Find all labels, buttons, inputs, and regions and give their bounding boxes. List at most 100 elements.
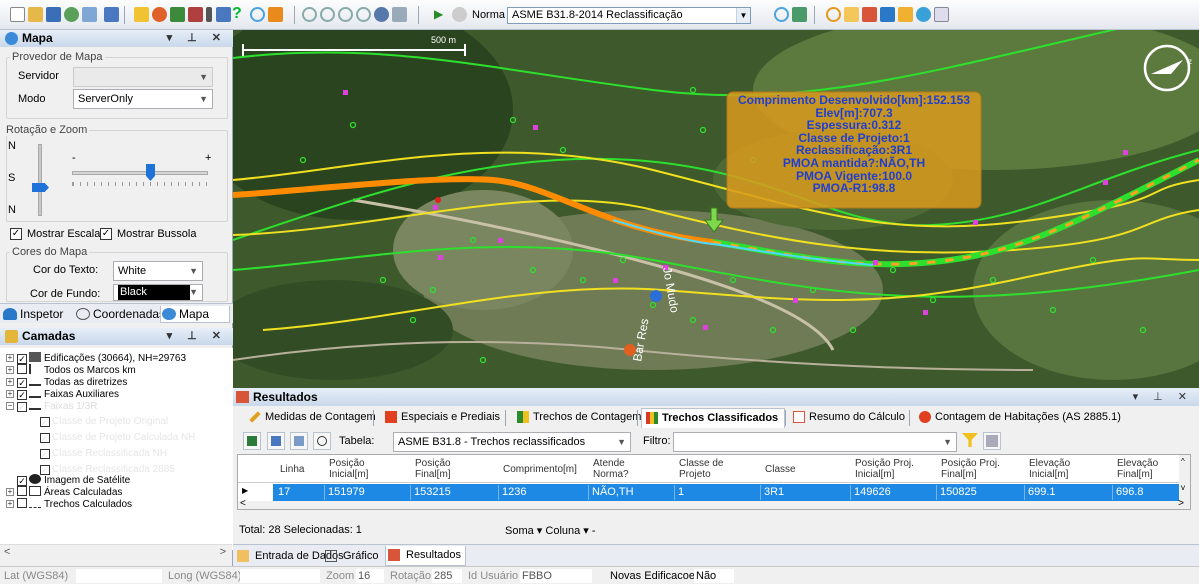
tab-coordenadas[interactable]: Coordenadas (75, 306, 165, 323)
person-icon[interactable] (880, 7, 895, 22)
refresh-icon[interactable] (64, 7, 79, 22)
show-compass-checkbox[interactable]: ✓ (100, 228, 112, 240)
tab-trechos-contagem[interactable]: Trechos de Contagem (513, 408, 641, 428)
layer-item[interactable]: +✓Todas as diretrizes (6, 377, 128, 388)
column-header[interactable]: Atende Norma? (593, 458, 629, 480)
sum-dropdown[interactable]: Soma ▾ Coluna ▾ - (505, 525, 596, 537)
layer-item[interactable]: +Áreas Calculadas (6, 486, 123, 498)
layer-item[interactable]: ✓Classe Reclassificada NH (40, 448, 168, 459)
scroll-up-icon[interactable]: ^ (1181, 457, 1185, 466)
print-icon[interactable] (82, 7, 97, 22)
layer-item[interactable]: +✓Edificações (30664), NH=29763 (6, 352, 187, 364)
export-icon[interactable] (792, 7, 807, 22)
bg-color-select[interactable]: Black▼ (113, 284, 203, 301)
column-header[interactable]: Classe (765, 464, 796, 475)
server-select[interactable]: ▼ (73, 67, 213, 87)
rotation-slider-track[interactable] (38, 144, 42, 216)
measure-icon[interactable] (392, 7, 407, 22)
save-icon[interactable] (46, 7, 61, 22)
tab-inspetor[interactable]: Inspetor (2, 306, 72, 323)
target-icon[interactable] (250, 7, 265, 22)
panel-controls[interactable]: ▾ ⊥ ✕ (1132, 391, 1193, 403)
layer-icon[interactable] (268, 7, 283, 22)
tab-trechos-classificados[interactable]: Trechos Classificados (641, 408, 786, 428)
new-file-icon[interactable] (10, 7, 25, 22)
column-header[interactable]: Elevação Inicial[m] (1029, 458, 1071, 480)
column-header[interactable]: Posição Inicial[m] (329, 458, 369, 480)
rotation-slider-thumb[interactable] (32, 183, 49, 192)
panel-controls[interactable]: ▾ ⊥ ✕ (166, 32, 227, 44)
tab-mapa[interactable]: Mapa (160, 306, 230, 323)
table-row[interactable] (273, 484, 1179, 501)
column-header[interactable]: Classe de Projeto (679, 458, 724, 480)
grid-icon[interactable] (844, 7, 859, 22)
panel-controls[interactable]: ▾ ⊥ ✕ (166, 330, 227, 342)
tab-contagem-habitacoes[interactable]: Contagem de Habitações (AS 2885.1) (915, 408, 1121, 428)
column-header[interactable]: Posição Proj. Inicial[m] (855, 458, 914, 480)
layer-item[interactable]: +Todos os Marcos km (6, 364, 136, 376)
tab-resultados[interactable]: Resultados (385, 546, 467, 566)
window-icon[interactable] (104, 7, 119, 22)
map-view[interactable]: 500 m Jo Mudo Bar Res z Comprimento Dese… (233, 30, 1199, 388)
tab-entrada-dados[interactable]: Entrada de Dados (235, 547, 344, 567)
table-select[interactable]: ASME B31.8 - Trechos reclassificados▼ (393, 432, 631, 452)
filter-input[interactable]: ▼ (673, 432, 957, 452)
select-icon[interactable] (134, 7, 149, 22)
zoom-extent-icon[interactable] (338, 7, 353, 22)
export-excel-button[interactable] (243, 432, 261, 450)
close-all-icon[interactable] (934, 7, 949, 22)
copy-button[interactable] (290, 432, 308, 450)
column-header[interactable]: Comprimento[m] (503, 464, 577, 475)
text-color-select[interactable]: White▼ (113, 261, 203, 281)
layer-item[interactable]: −✓Faixas 1/3R (6, 401, 98, 412)
flip-button[interactable] (267, 432, 285, 450)
layer-item[interactable]: +✓Faixas Auxiliares (6, 389, 120, 400)
globe-icon[interactable] (916, 7, 931, 22)
zoom-slider-track[interactable] (72, 171, 208, 175)
layer-item[interactable]: ✓Classe de Projeto Calculada NH (40, 432, 196, 443)
tree-icon[interactable] (170, 7, 185, 22)
zoom-out-icon[interactable] (320, 7, 335, 22)
zoom-prev-icon[interactable] (356, 7, 371, 22)
ruler-icon[interactable] (206, 7, 212, 22)
filter-button[interactable] (961, 432, 979, 450)
layer-item[interactable]: +Trechos Calculados (6, 498, 133, 510)
scroll-left-icon[interactable]: < (240, 498, 246, 509)
chart-icon[interactable] (216, 7, 231, 22)
scroll-left-icon[interactable]: < (4, 546, 11, 558)
tab-grafico[interactable]: Gráfico (323, 547, 378, 567)
stop-icon[interactable] (452, 7, 467, 22)
pan-icon[interactable] (374, 7, 389, 22)
norma-select[interactable]: ASME B31.8-2014 Reclassificação▼ (507, 7, 751, 24)
zoom-slider-thumb[interactable] (146, 164, 155, 181)
tab-especiais-prediais[interactable]: Especiais e Prediais (381, 408, 500, 428)
layer-item[interactable]: ✓Classe Reclassificada 2885 (40, 464, 175, 475)
layers-scrollbar[interactable]: < > (0, 544, 232, 560)
scroll-right-icon[interactable]: > (219, 546, 226, 558)
chart-line-icon[interactable] (898, 7, 913, 22)
grid-hscrollbar[interactable]: <> (238, 498, 1190, 509)
clear-filter-button[interactable] (983, 432, 1001, 450)
locate-button[interactable] (313, 432, 331, 450)
layer-item[interactable]: +✓Imagem de Satélite (17, 474, 131, 486)
zoom-in-icon[interactable] (302, 7, 317, 22)
mode-select[interactable]: ServerOnly▼ (73, 89, 213, 109)
column-header[interactable]: Elevação Final[m] (1117, 458, 1159, 480)
grid-vscrollbar[interactable]: ^v (1179, 455, 1190, 501)
point-icon[interactable] (152, 7, 167, 22)
help-icon[interactable]: ? (232, 5, 242, 22)
tab-resumo-calculo[interactable]: Resumo do Cálculo (789, 408, 905, 428)
scroll-down-icon[interactable]: v (1181, 483, 1185, 492)
play-icon[interactable]: ▶ (434, 7, 444, 21)
show-scale-checkbox[interactable]: ✓ (10, 228, 22, 240)
building-icon[interactable] (188, 7, 203, 22)
crosshair-icon[interactable] (826, 7, 841, 22)
layer-item[interactable]: ✓Classe de Projeto Original (40, 416, 169, 427)
column-header[interactable]: Posição Proj. Final[m] (941, 458, 1000, 480)
tab-medidas-contagem[interactable]: Medidas de Contagem (245, 408, 376, 428)
settings-icon[interactable] (774, 7, 789, 22)
open-folder-icon[interactable] (28, 7, 43, 22)
column-header[interactable]: Posição Final[m] (415, 458, 451, 480)
scroll-right-icon[interactable]: > (1178, 498, 1184, 509)
table-icon[interactable] (862, 7, 877, 22)
